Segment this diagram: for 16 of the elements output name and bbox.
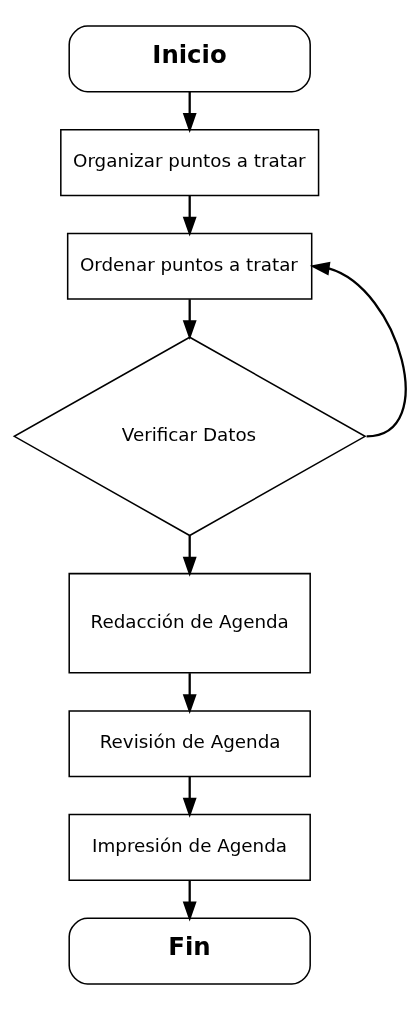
arrow xyxy=(182,91,197,133)
node-diamond: Verificar Datos xyxy=(12,336,367,537)
node-box: Impresión de Agenda xyxy=(68,813,311,881)
arrow xyxy=(309,261,407,438)
node-box: Redacción de Agenda xyxy=(68,572,311,674)
arrow xyxy=(182,776,197,818)
arrow xyxy=(182,880,197,922)
arrow xyxy=(182,673,197,715)
arrow xyxy=(182,195,197,237)
node-box: Revisión de Agenda xyxy=(68,710,311,778)
node-box: Fin xyxy=(68,917,311,985)
node-box: Ordenar puntos a tratar xyxy=(66,232,313,300)
node-box: Inicio xyxy=(68,25,311,93)
node-box: Organizar puntos a tratar xyxy=(60,129,320,197)
arrow xyxy=(182,535,197,577)
arrow xyxy=(182,299,197,341)
